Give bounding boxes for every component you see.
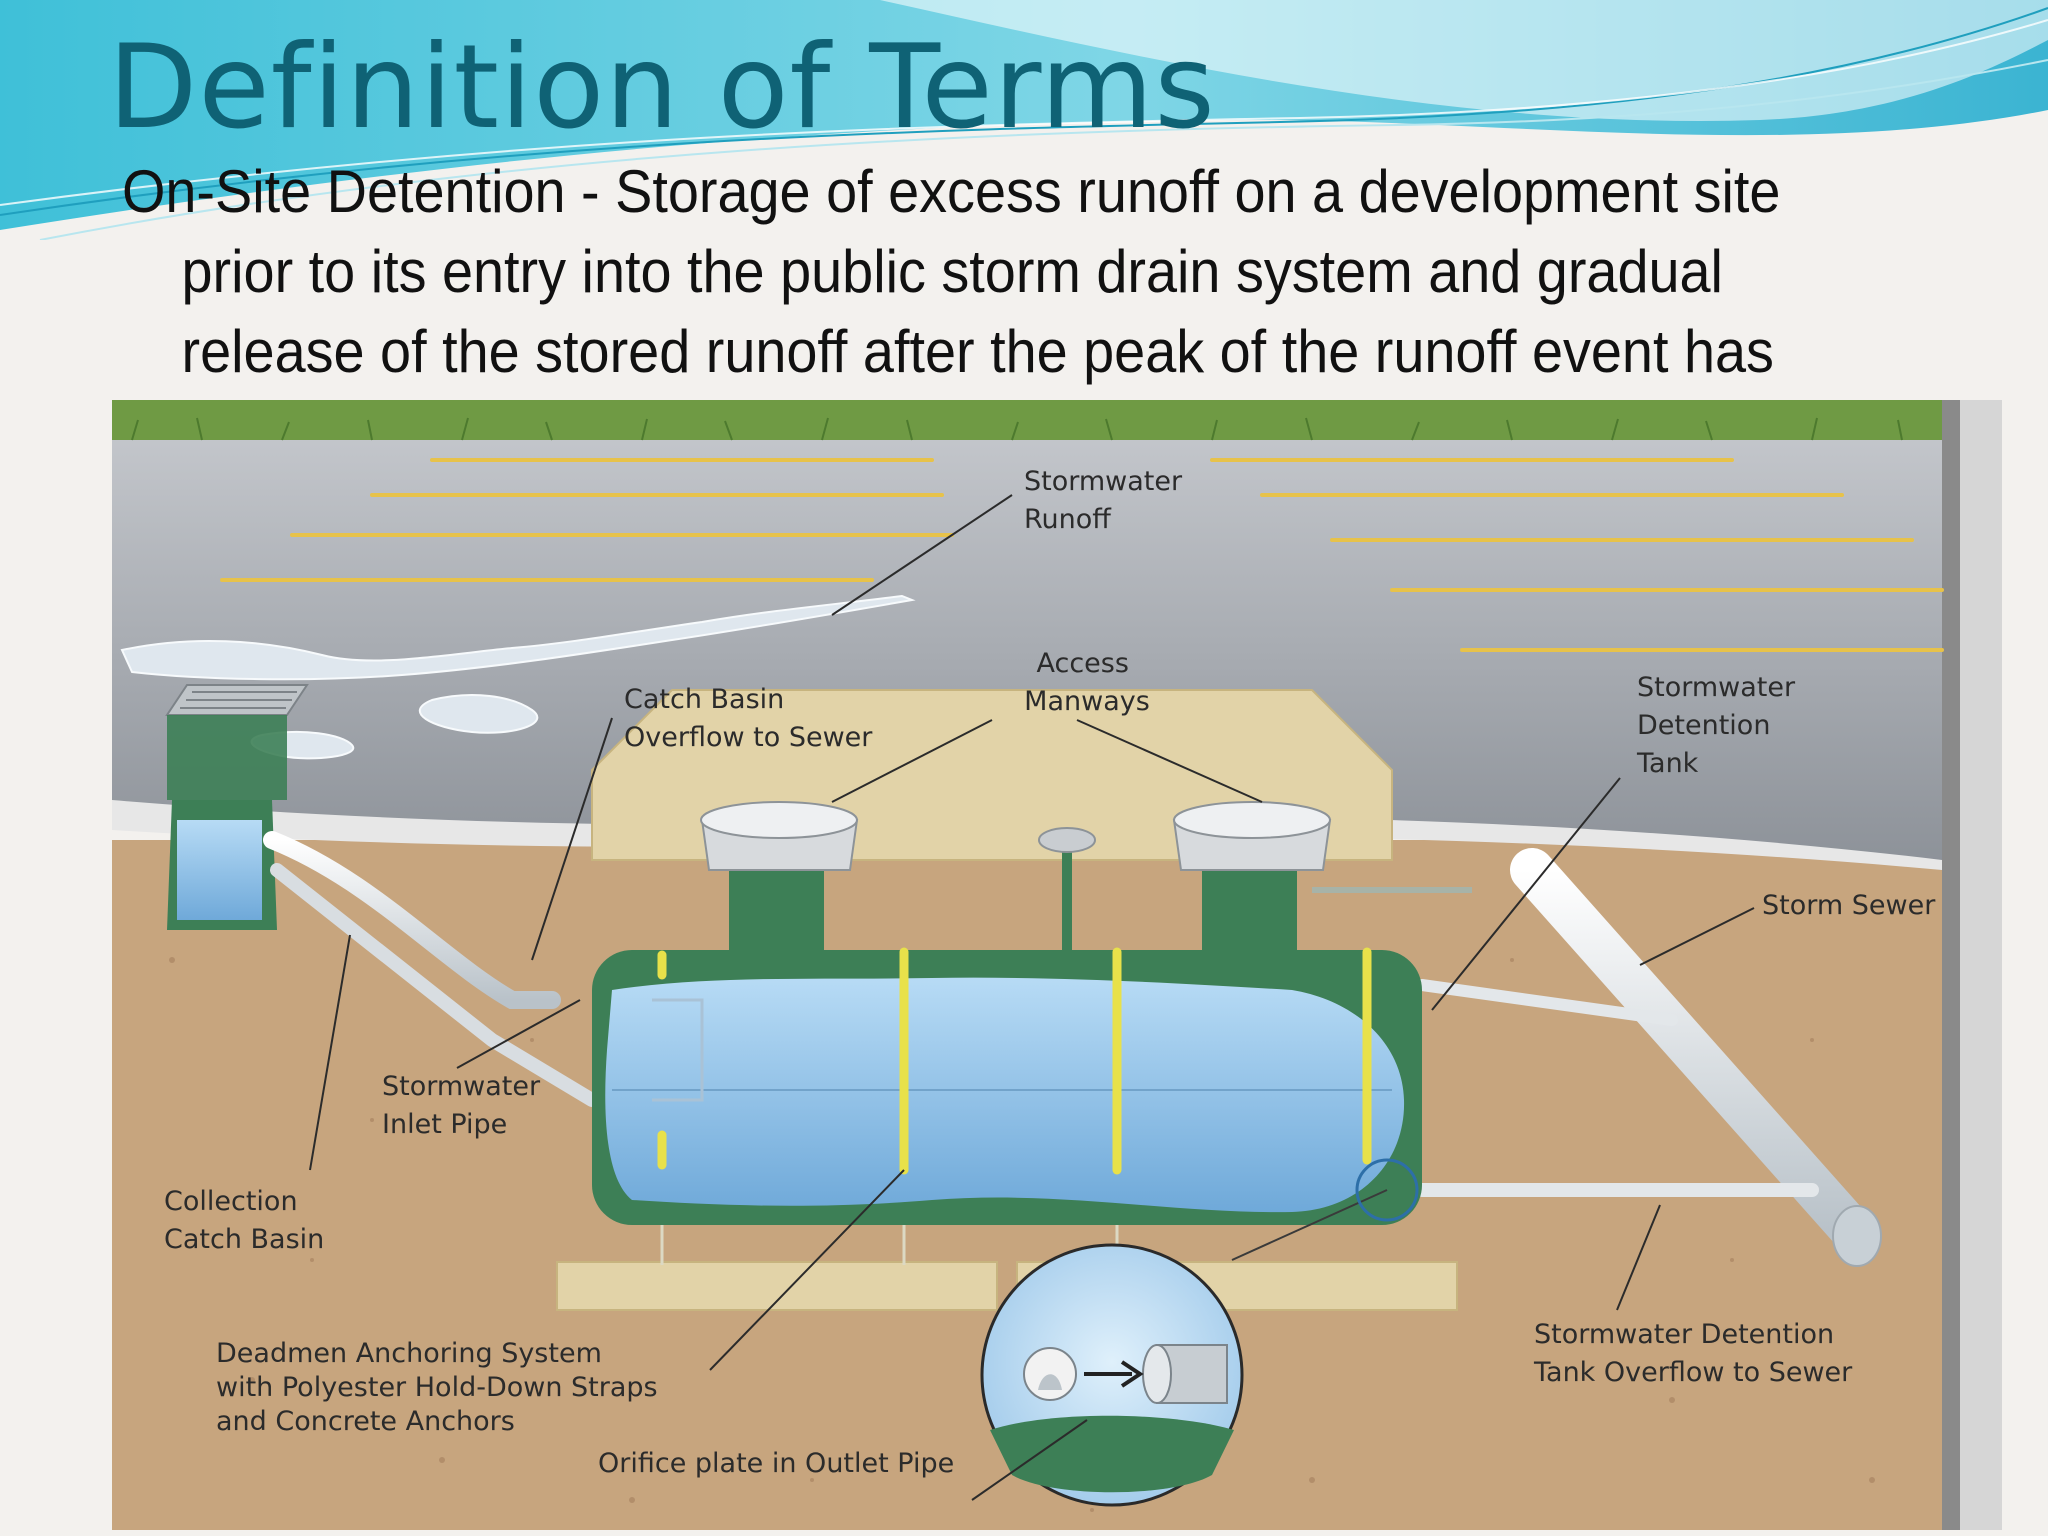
- orifice-detail-lens: [980, 1243, 1244, 1507]
- grass-texture: [131, 417, 1903, 441]
- detention-tank: [592, 947, 1422, 1225]
- storm-sewer-pipe: [1510, 848, 1874, 1252]
- parking-lines: [220, 458, 1944, 652]
- label-orifice-plate: Orifice plate in Outlet Pipe: [598, 1448, 954, 1479]
- detention-system-diagram: Stormwater Runoff Access Manways Catch B…: [112, 400, 2002, 1530]
- label-catch-basin-overflow: Catch Basin Overflow to Sewer: [624, 684, 873, 753]
- header-wave-decoration: [0, 0, 2048, 240]
- grass-strip: [112, 400, 1942, 440]
- label-stormwater-runoff: Stormwater Runoff: [1024, 466, 1191, 535]
- label-collection-basin: Collection Catch Basin: [164, 1186, 324, 1255]
- label-tank-overflow: Stormwater Detention Tank Overflow to Se…: [1533, 1319, 1853, 1388]
- access-manway-right: [1172, 801, 1332, 960]
- label-storm-sewer: Storm Sewer: [1762, 890, 1936, 921]
- inlet-pipe: [270, 863, 599, 1107]
- collection-catch-basin: [165, 684, 309, 930]
- access-manway-left: [700, 801, 859, 960]
- label-detention-tank: Stormwater Detention Tank: [1636, 672, 1804, 779]
- slide-title: Definition of Terms: [108, 20, 1216, 155]
- tank-overflow-pipe: [1416, 979, 1678, 1026]
- catch-basin-overflow-pipe: [263, 831, 561, 1009]
- label-anchoring-system: Deadmen Anchoring System with Polyester …: [216, 1338, 666, 1437]
- label-inlet-pipe: Stormwater Inlet Pipe: [382, 1071, 549, 1140]
- definition-text: On-Site Detention - Storage of excess ru…: [122, 158, 1781, 465]
- label-access-manways: Access Manways: [1024, 648, 1150, 717]
- frame-edge: [1942, 400, 1960, 1530]
- pavement: [112, 435, 1942, 870]
- soil-speckles: [169, 957, 1875, 1512]
- leader-lines: [309, 494, 1755, 1501]
